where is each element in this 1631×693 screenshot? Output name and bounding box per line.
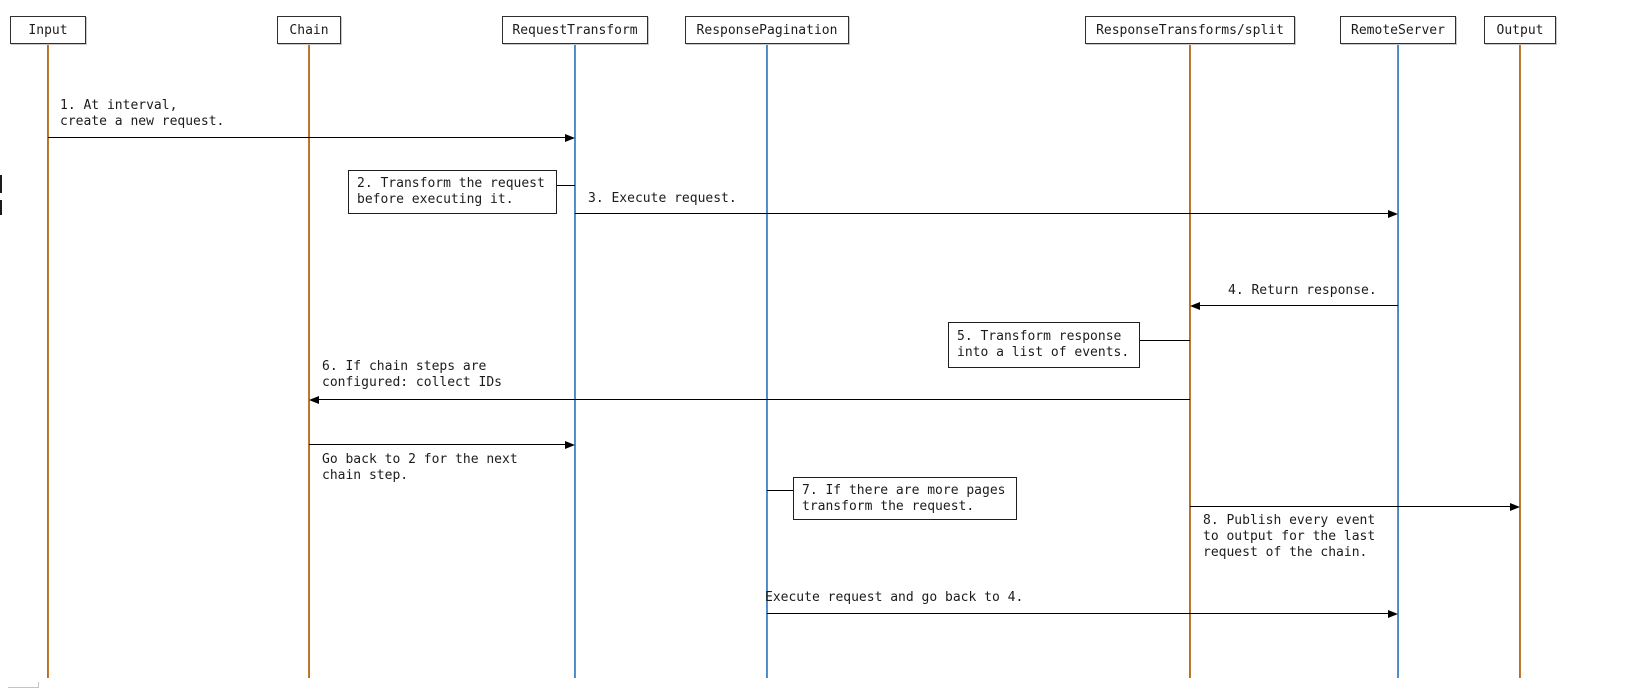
message-label-line: 4. Return response. [1228, 283, 1377, 298]
message-label-return-response: 4. Return response. [1228, 283, 1377, 299]
lifeline-requesttransform [574, 44, 576, 678]
message-line-collect-ids [318, 399, 1190, 400]
lifeline-chain [308, 44, 310, 678]
note-connector-transform-response [1140, 340, 1190, 341]
participant-label: RequestTransform [512, 22, 638, 38]
arrowhead-go-back-to-2 [565, 441, 575, 449]
lifeline-remoteserver [1397, 44, 1399, 678]
message-label-line: create a new request. [60, 114, 225, 129]
message-line-return-response [1199, 305, 1398, 306]
message-line-execute-request [575, 213, 1389, 214]
note-text-line: 2. Transform the request [357, 176, 545, 191]
lifeline-input [47, 44, 49, 678]
arrowhead-execute-and-go-back-to-4 [1388, 610, 1398, 618]
participant-label: Chain [289, 22, 329, 38]
arrowhead-execute-request [1388, 210, 1398, 218]
participant-box-remoteserver: RemoteServer [1340, 16, 1456, 44]
message-line-publish-events [1190, 506, 1511, 507]
participant-label: RemoteServer [1351, 22, 1445, 38]
message-label-create-request: 1. At interval,create a new request. [60, 98, 224, 130]
participant-box-output: Output [1484, 16, 1556, 44]
lifeline-responsepagination [766, 44, 768, 678]
note-text-line: into a list of events. [957, 345, 1130, 360]
note-text-line: transform the request. [802, 498, 975, 514]
message-label-line: 8. Publish every event [1203, 513, 1376, 528]
arrowhead-create-request [565, 134, 575, 142]
message-label-line: request of the chain. [1203, 545, 1368, 560]
note-text-line: 5. Transform response [957, 329, 1122, 344]
left-edge-mark-2 [0, 200, 2, 215]
message-label-line: 6. If chain steps are [322, 359, 487, 374]
message-line-create-request [48, 137, 566, 138]
bottom-left-line [8, 687, 39, 688]
message-label-line: Go back to 2 for the next [322, 452, 518, 467]
participant-box-responsetransforms-split: ResponseTransforms/split [1085, 16, 1295, 44]
participant-label: Output [1496, 22, 1544, 38]
participant-label: Input [28, 22, 68, 38]
message-label-line: 1. At interval, [60, 98, 178, 113]
arrowhead-publish-events [1510, 503, 1520, 511]
participant-box-requesttransform: RequestTransform [502, 16, 648, 44]
participant-box-responsepagination: ResponsePagination [685, 16, 849, 44]
participant-box-chain: Chain [277, 16, 341, 44]
left-edge-mark-1 [0, 175, 2, 193]
bottom-left-tick [38, 682, 39, 688]
arrowhead-collect-ids [309, 396, 319, 404]
message-label-line: Execute request and go back to 4. [765, 590, 1024, 605]
message-label-line: chain step. [322, 468, 409, 483]
lifeline-output [1519, 44, 1521, 678]
message-label-execute-request: 3. Execute request. [588, 191, 737, 207]
message-label-line: 3. Execute request. [588, 191, 737, 206]
message-line-go-back-to-2 [309, 444, 566, 445]
note-text-line: 7. If there are more pages [802, 482, 1006, 498]
arrowhead-return-response [1190, 302, 1200, 310]
message-line-execute-and-go-back-to-4 [767, 613, 1389, 614]
participant-label: ResponseTransforms/split [1096, 22, 1284, 38]
note-connector-transform-request [557, 185, 575, 186]
message-label-line: to output for the last [1203, 529, 1376, 544]
message-label-execute-and-go-back-to-4: Execute request and go back to 4. [765, 590, 1023, 606]
note-text-line: before executing it. [357, 192, 514, 207]
participant-label: ResponsePagination [696, 22, 838, 38]
participant-box-input: Input [10, 16, 86, 44]
lifeline-responsetransforms-split [1189, 44, 1191, 678]
note-connector-more-pages [767, 490, 793, 491]
message-label-line: configured: collect IDs [322, 375, 503, 390]
